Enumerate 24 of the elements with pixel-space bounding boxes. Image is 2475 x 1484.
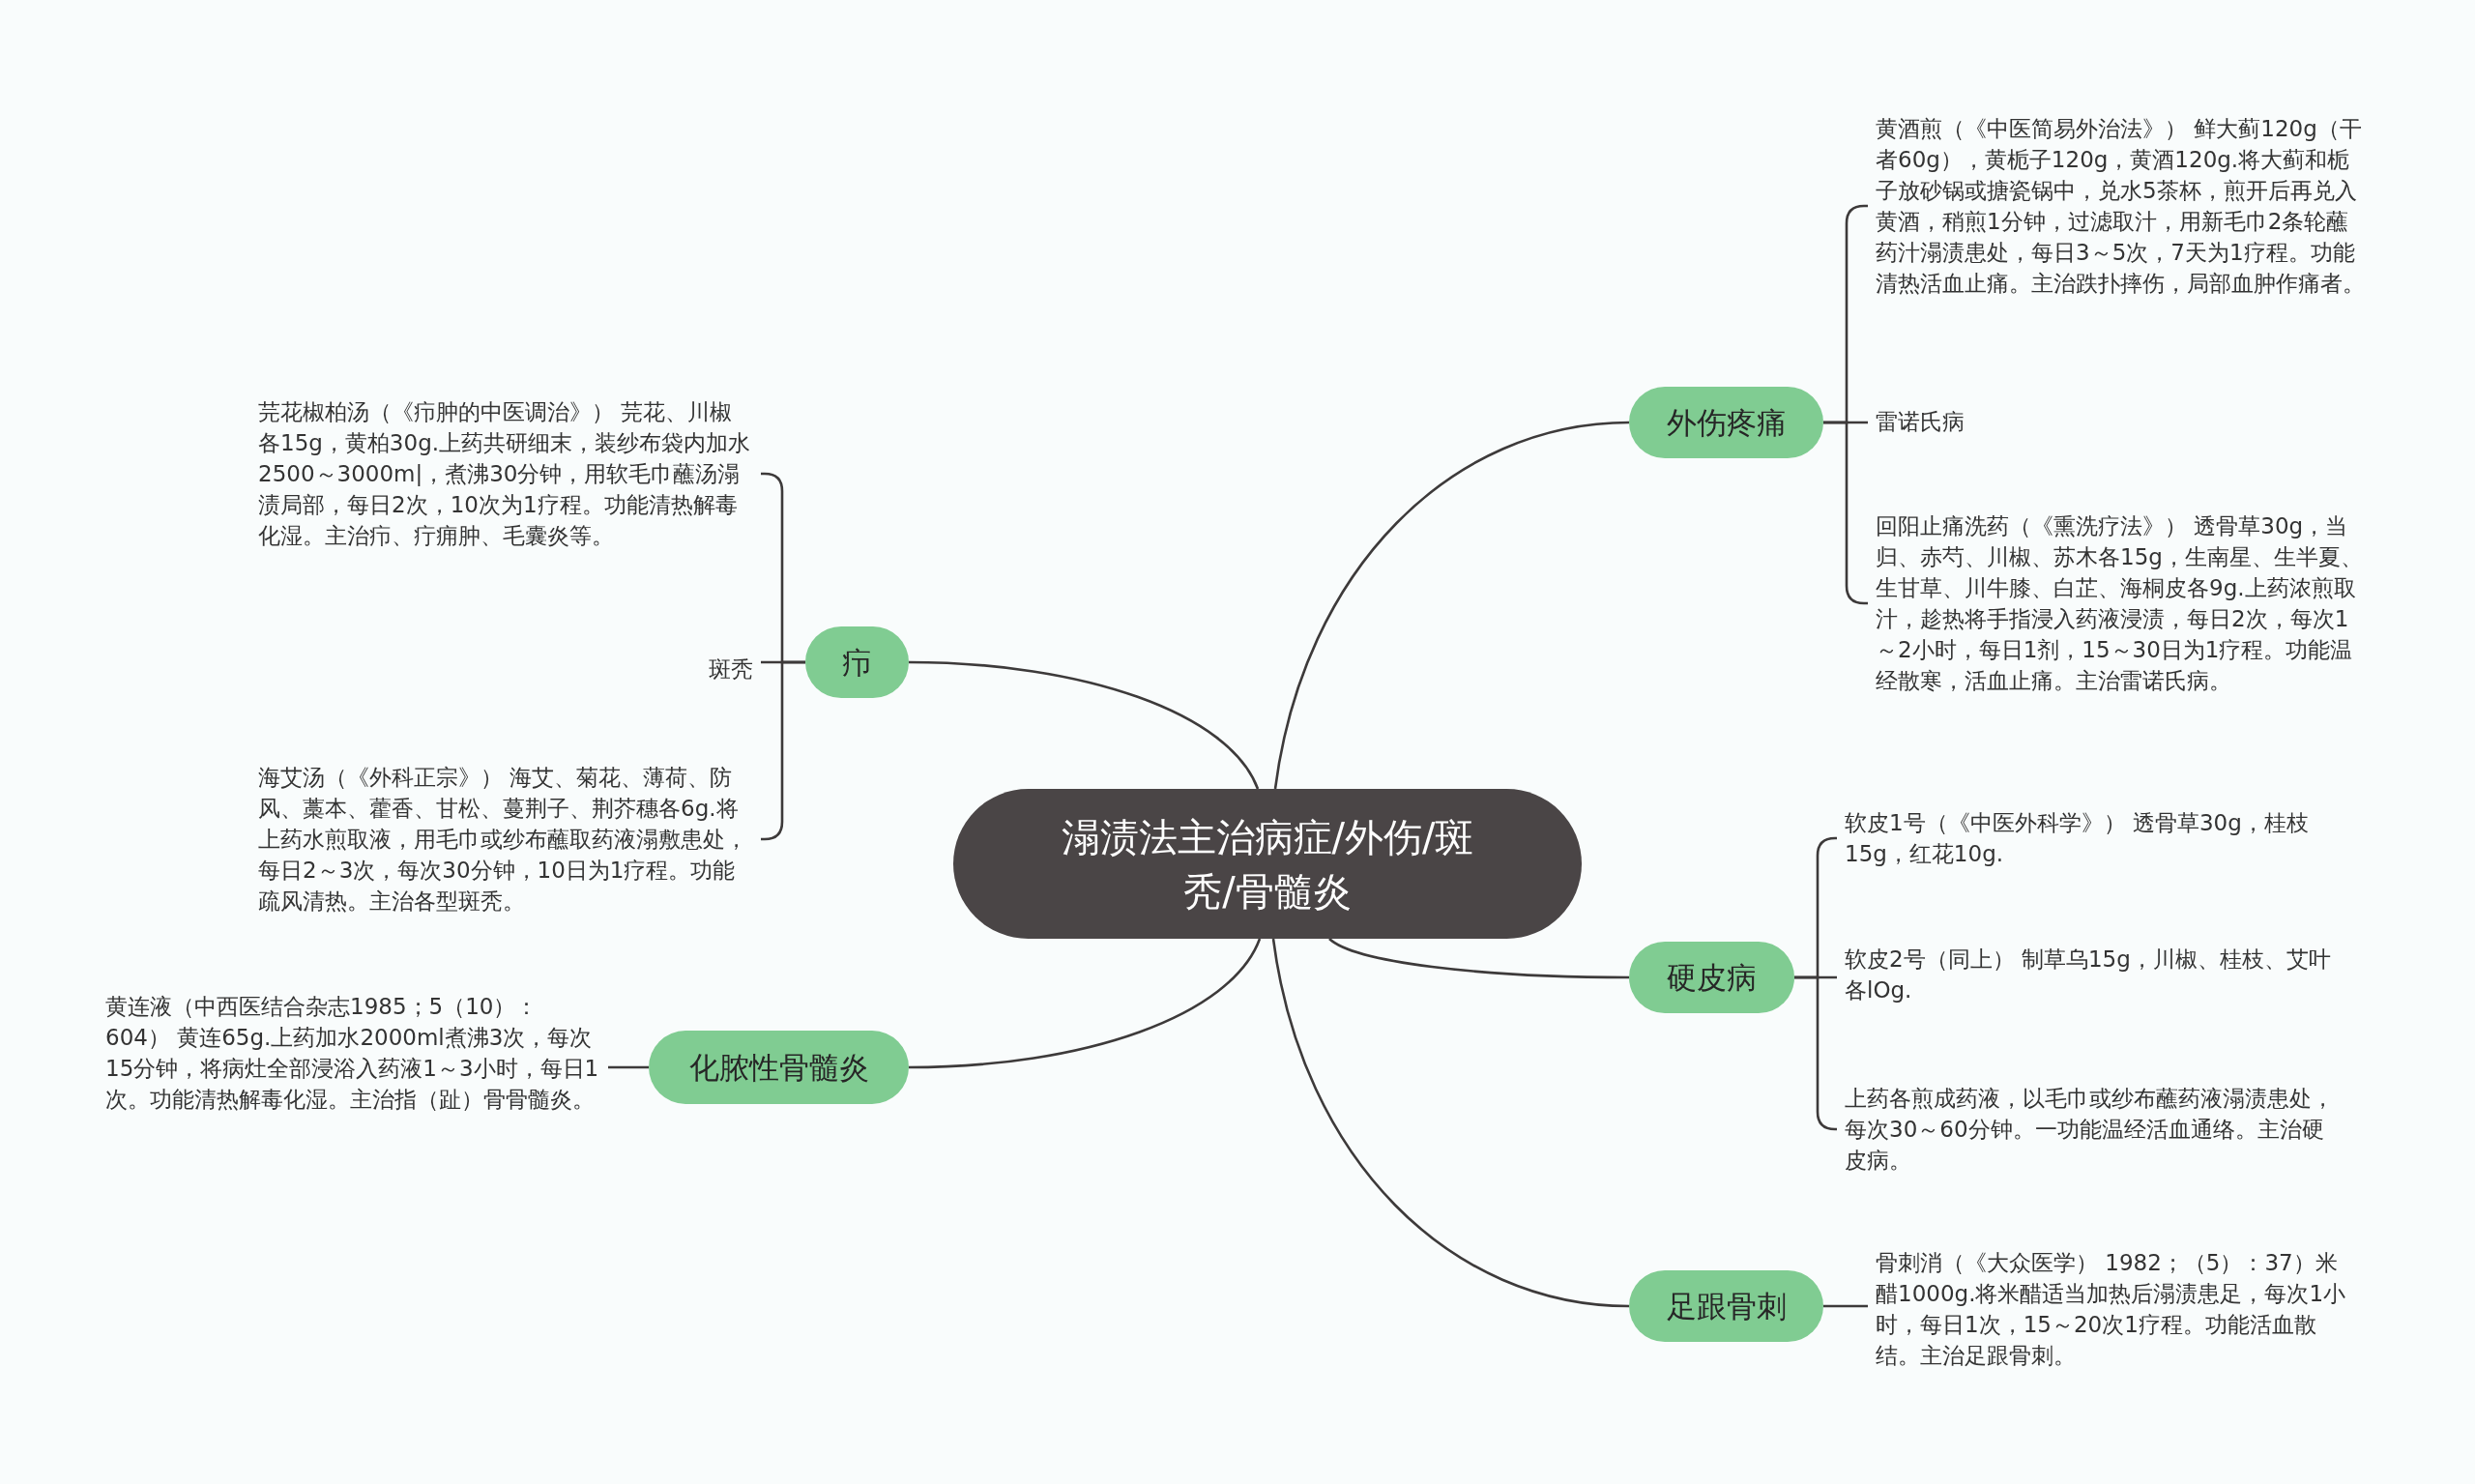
connector-line [1823, 1304, 1868, 1308]
branch-topic-pill: 化脓性骨髓炎 [649, 1031, 909, 1104]
central-topic-pill: 溻渍法主治病症/外伤/斑秃/骨髓炎 [953, 789, 1582, 939]
note-text: 骨刺消（《大众医学） 1982；（5）：37）米醋1000g.将米醋适当加热后溻渍患足，每次1小时，每日1次，15～20次1疗程。功能活血散结。主治足跟骨刺。 [1868, 1247, 2367, 1371]
connector-line [608, 1065, 649, 1069]
note-text: 海艾汤（《外科正宗》） 海艾、菊花、薄荷、防风、藁本、藿香、甘松、蔓荆子、荆芥穗各6g.将上药水煎取液，用毛巾或纱布蘸取药液溻敷患处，每日2～3次，每次30分钟，10日为1疗程。功能疏风清热。主治各型斑秃。 [250, 762, 761, 917]
note-text: 斑秃 [701, 654, 761, 684]
branch-topic-pill: 疖 [805, 626, 909, 698]
connector-line [908, 660, 1260, 790]
connector-line [1328, 937, 1629, 979]
note-text: 软皮2号（同上） 制草乌15g，川椒、桂枝、艾叶各lOg. [1837, 944, 2347, 1005]
branch-topic-pill: 足跟骨刺 [1629, 1270, 1823, 1342]
branch-topic-pill: 硬皮病 [1629, 942, 1794, 1013]
note-text: 上药各煎成药液，以毛巾或纱布蘸药液溻渍患处，每次30～60分钟。一功能温经活血通络。主治硬皮病。 [1837, 1083, 2347, 1176]
connector-line [908, 938, 1262, 1069]
note-text: 黄酒煎（《中医简易外治法》） 鲜大蓟120g（干者60g），黄栀子120g，黄酒120g.将大蓟和栀子放砂锅或搪瓷锅中，兑水5茶杯，煎开后再兑入黄酒，稍煎1分钟，过滤取汁，用新毛巾2条轮蘸药汁溻渍患处，每日3～5次，7天为1疗程。功能清热活血止痛。主治跌扑摔伤，局部血肿作痛者。 [1868, 113, 2378, 299]
note-text: 黄连液（中西医结合杂志1985；5（10）：604） 黄连65g.上药加水2000ml煮沸3次，每次15分钟，将病灶全部浸浴入药液1～3小时，每日1次。功能清热解毒化湿。主治指（趾）骨骨髓炎。 [98, 991, 608, 1115]
connector-line [1273, 421, 1630, 790]
connector-line [1271, 938, 1630, 1308]
branch-topic-pill: 外伤疼痛 [1629, 387, 1823, 458]
note-text: 回阳止痛洗药（《熏洗疗法》） 透骨草30g，当归、赤芍、川椒、苏木各15g，生南星、生半夏、生甘草、川牛膝、白芷、海桐皮各9g.上药浓煎取汁，趁热将手指浸入药液浸渍，每日2次，每次1～2小时，每日1剂，15～30日为1疗程。功能温经散寒，活血止痛。主治雷诺氏病。 [1868, 510, 2378, 696]
note-text: 软皮1号（《中医外科学》） 透骨草30g，桂枝15g，红花10g. [1837, 807, 2347, 869]
note-text: 雷诺氏病 [1868, 406, 1972, 437]
note-text: 芫花椒柏汤（《疖肿的中医调治》） 芫花、川椒各15g，黄柏30g.上药共研细末，装纱布袋内加水2500～3000m|，煮沸30分钟，用软毛巾蘸汤溻渍局部，每日2次，10次为1疗程。功能清热解毒化湿。主治疖、疔痈肿、毛囊炎等。 [250, 396, 761, 551]
